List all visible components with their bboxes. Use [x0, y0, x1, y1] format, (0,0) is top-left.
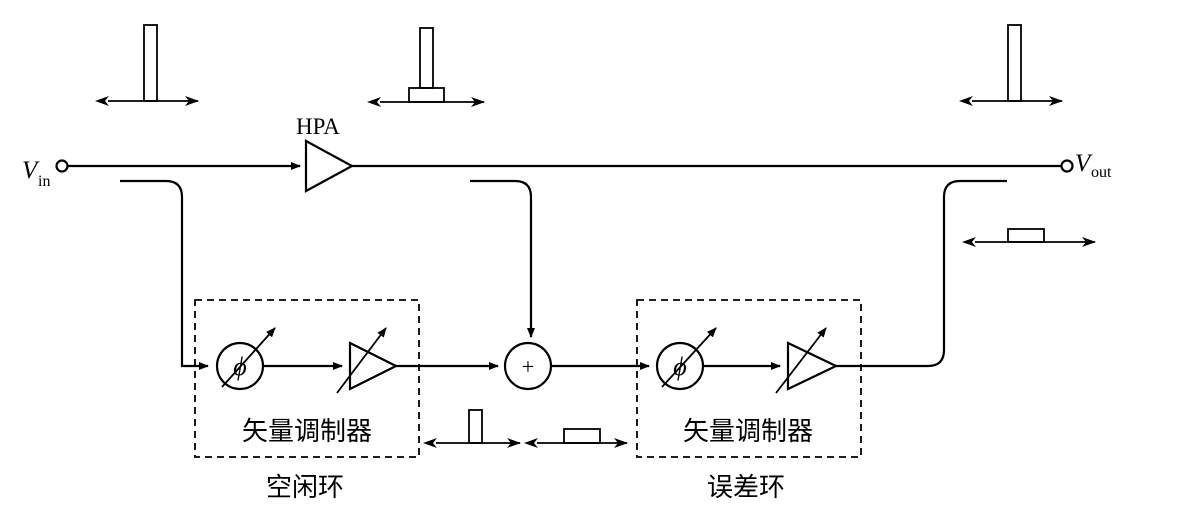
carrier-loop-label: 空闲环 [266, 473, 344, 503]
phase-shifter-1: ϕ [215, 327, 276, 391]
vector-modulator-label-2: 矢量调制器 [683, 417, 813, 447]
output-label: V [1075, 150, 1093, 177]
spectrum-distortion-injected-icon [962, 228, 1096, 247]
spectrum-hpa-output-icon [367, 27, 485, 107]
variable-gain-amplifier-1 [336, 327, 399, 394]
input-label-sub: in [38, 173, 50, 190]
input-port-circle-icon [55, 159, 69, 173]
hpa-amplifier-icon [304, 139, 355, 193]
carrier-loop-box [194, 299, 420, 458]
spectrum-carrier-ref-icon [423, 409, 521, 448]
spectrum-output-icon [959, 24, 1063, 106]
variable-gain-amplifier-2 [775, 327, 839, 394]
vector-modulator-label-1: 矢量调制器 [242, 417, 372, 447]
input-coupler [120, 179, 209, 370]
main-path [55, 139, 1074, 193]
adder-symbol: + [522, 354, 534, 379]
error-loop-box [636, 299, 862, 458]
spectrum-input-icon [95, 24, 199, 106]
output-label-sub: out [1091, 164, 1112, 181]
output-injection-coupler [836, 179, 1007, 368]
phase-shifter-2: ϕ [655, 327, 717, 391]
spectrum-error-signal-icon [524, 428, 628, 448]
output-port-circle-icon [1060, 159, 1074, 173]
output-sample-coupler [470, 179, 535, 338]
adder: + [503, 341, 553, 391]
hpa-label: HPA [296, 114, 340, 139]
input-label: V [22, 157, 40, 184]
error-loop-label: 误差环 [707, 473, 785, 503]
